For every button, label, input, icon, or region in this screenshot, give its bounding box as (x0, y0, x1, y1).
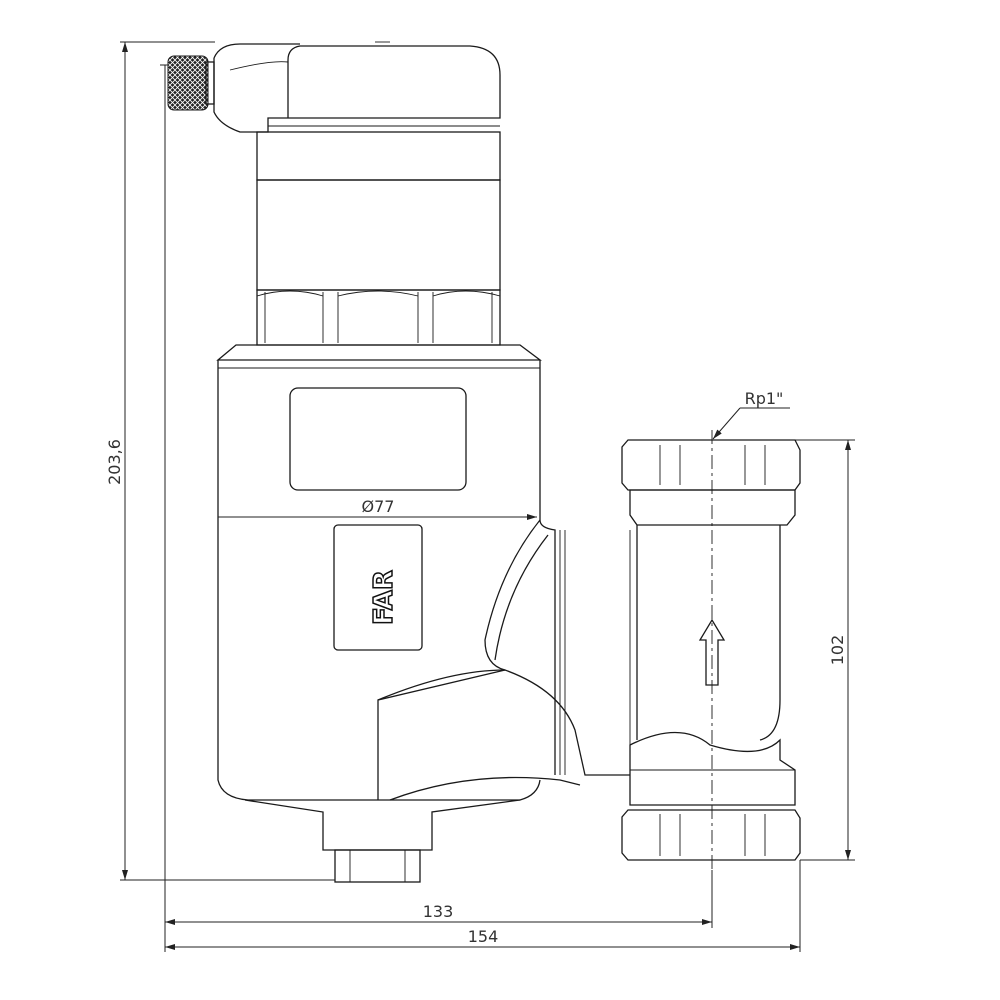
dim-body-diameter: Ø77 (362, 497, 395, 516)
separator-body: FAR (217, 360, 631, 883)
dim-overall-width: 154 (468, 927, 499, 946)
valve-head (213, 41, 542, 361)
label-window (289, 387, 467, 491)
knurled-vent-cap (167, 55, 215, 111)
dimension-lines (120, 41, 855, 952)
dim-width-to-axis: 133 (423, 902, 454, 921)
flow-direction-arrow-icon (698, 618, 726, 686)
dim-port-distance: 102 (828, 635, 847, 666)
dim-thread: Rp1" (745, 389, 784, 408)
far-logo-text: FAR (369, 570, 399, 625)
far-logo-plate: FAR (333, 524, 423, 651)
dim-overall-height: 203,6 (105, 439, 124, 485)
pipe-connection (621, 430, 801, 870)
